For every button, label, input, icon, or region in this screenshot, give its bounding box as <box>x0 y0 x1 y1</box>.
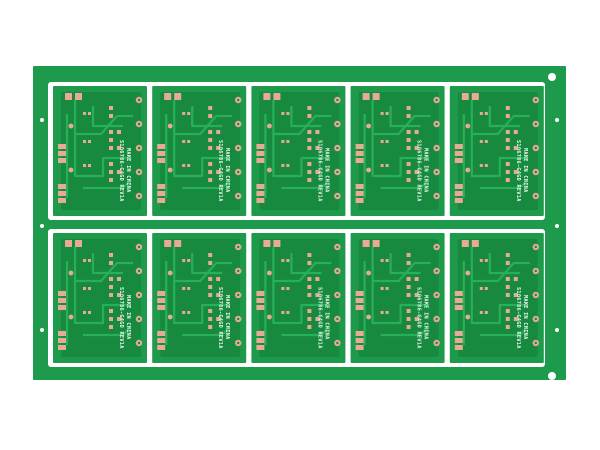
pcb-board-r1-c2: MAKE IN CHINAS106786-G4GD REV1A <box>151 84 248 218</box>
pcb-board-r1-c4: MAKE IN CHINAS106786-G4GD REV1A <box>349 84 446 218</box>
silkscreen-text: MAKE IN CHINAS106786-G4GD REV1A <box>118 287 131 349</box>
pcb-board-layout <box>349 231 446 365</box>
pcb-board-r2-c5: MAKE IN CHINAS106786-G4GD REV1A <box>448 231 545 365</box>
pcb-board-layout <box>51 84 149 218</box>
fiducial-left-bottom <box>40 328 44 332</box>
silkscreen-line-2: S106786-G4GD REV1A <box>316 287 322 349</box>
pcb-board-layout <box>51 231 149 365</box>
pcb-board-layout <box>151 84 248 218</box>
pcb-board-layout <box>151 231 248 365</box>
fiducial-right-mid <box>555 224 559 228</box>
silkscreen-line-1: MAKE IN CHINA <box>125 295 131 340</box>
pcb-board-r2-c2: MAKE IN CHINAS106786-G4GD REV1A <box>151 231 248 365</box>
fiducial-right-top <box>555 118 559 122</box>
silkscreen-line-1: MAKE IN CHINA <box>323 148 329 193</box>
silkscreen-line-1: MAKE IN CHINA <box>423 148 429 193</box>
pcb-board-layout <box>250 231 347 365</box>
silkscreen-line-2: S106786-G4GD REV1A <box>515 140 521 202</box>
fiducial-left-mid <box>40 224 44 228</box>
pcb-board-r1-c5: MAKE IN CHINAS106786-G4GD REV1A <box>448 84 545 218</box>
silkscreen-line-2: S106786-G4GD REV1A <box>118 287 124 349</box>
pcb-board-layout <box>448 84 545 218</box>
pcb-board-r2-c3: MAKE IN CHINAS106786-G4GD REV1A <box>250 231 347 365</box>
silkscreen-line-1: MAKE IN CHINA <box>323 295 329 340</box>
silkscreen-line-1: MAKE IN CHINA <box>522 148 528 193</box>
silkscreen-line-2: S106786-G4GD REV1A <box>316 140 322 202</box>
pcb-board-layout <box>250 84 347 218</box>
pcb-board-layout <box>448 231 545 365</box>
silkscreen-line-2: S106786-G4GD REV1A <box>217 140 223 202</box>
tooling-hole-bottom-right <box>548 372 556 380</box>
silkscreen-text: MAKE IN CHINAS106786-G4GD REV1A <box>118 140 131 202</box>
pcb-board-r1-c1: MAKE IN CHINAS106786-G4GD REV1A <box>51 84 149 218</box>
silkscreen-text: MAKE IN CHINAS106786-G4GD REV1A <box>515 287 528 349</box>
silkscreen-line-2: S106786-G4GD REV1A <box>416 287 422 349</box>
fiducial-right-bottom <box>555 328 559 332</box>
silkscreen-text: MAKE IN CHINAS106786-G4GD REV1A <box>217 287 230 349</box>
silkscreen-line-1: MAKE IN CHINA <box>125 148 131 193</box>
pcb-board-r1-c3: MAKE IN CHINAS106786-G4GD REV1A <box>250 84 347 218</box>
silkscreen-line-1: MAKE IN CHINA <box>224 295 230 340</box>
silkscreen-line-1: MAKE IN CHINA <box>224 148 230 193</box>
fiducial-left-top <box>40 118 44 122</box>
silkscreen-text: MAKE IN CHINAS106786-G4GD REV1A <box>217 140 230 202</box>
pcb-board-layout <box>349 84 446 218</box>
silkscreen-line-2: S106786-G4GD REV1A <box>416 140 422 202</box>
silkscreen-line-1: MAKE IN CHINA <box>423 295 429 340</box>
silkscreen-text: MAKE IN CHINAS106786-G4GD REV1A <box>316 140 329 202</box>
silkscreen-line-1: MAKE IN CHINA <box>522 295 528 340</box>
silkscreen-line-2: S106786-G4GD REV1A <box>118 140 124 202</box>
silkscreen-line-2: S106786-G4GD REV1A <box>217 287 223 349</box>
silkscreen-text: MAKE IN CHINAS106786-G4GD REV1A <box>416 287 429 349</box>
pcb-board-r2-c4: MAKE IN CHINAS106786-G4GD REV1A <box>349 231 446 365</box>
silkscreen-text: MAKE IN CHINAS106786-G4GD REV1A <box>316 287 329 349</box>
tooling-hole-top-right <box>548 73 556 81</box>
silkscreen-text: MAKE IN CHINAS106786-G4GD REV1A <box>416 140 429 202</box>
silkscreen-text: MAKE IN CHINAS106786-G4GD REV1A <box>515 140 528 202</box>
silkscreen-line-2: S106786-G4GD REV1A <box>515 287 521 349</box>
pcb-board-r2-c1: MAKE IN CHINAS106786-G4GD REV1A <box>51 231 149 365</box>
